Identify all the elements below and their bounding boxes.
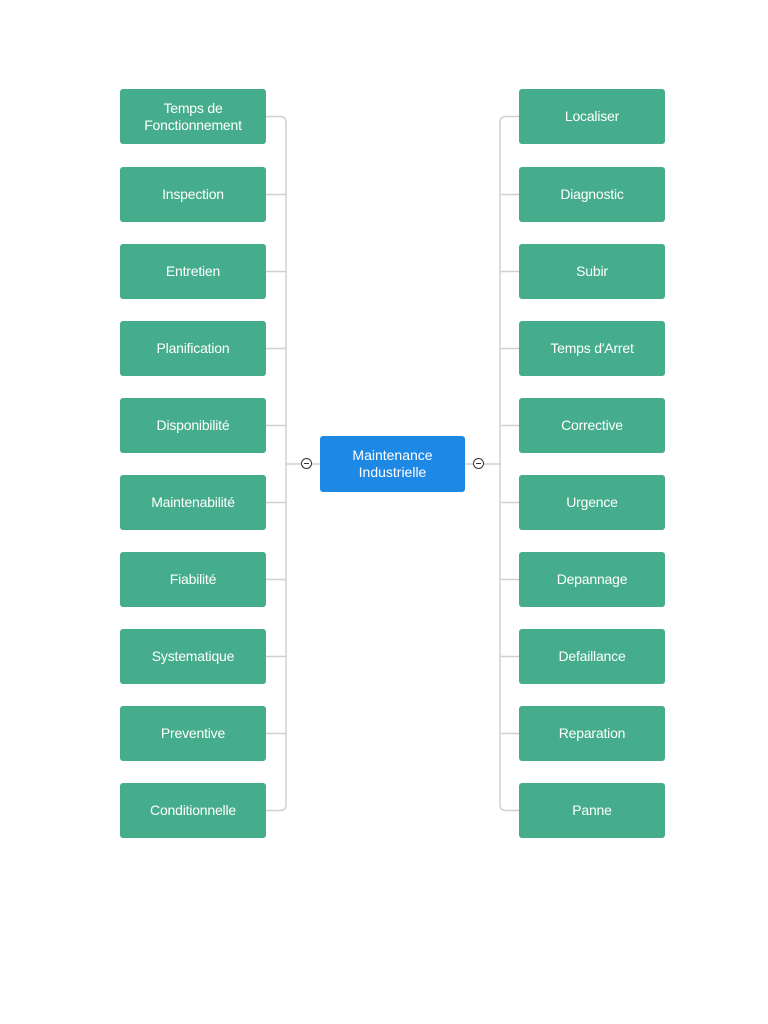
left-node-6[interactable]: Maintenabilité bbox=[120, 475, 266, 530]
left-node-2[interactable]: Inspection bbox=[120, 167, 266, 222]
left-node-9[interactable]: Preventive bbox=[120, 706, 266, 761]
right-node-2[interactable]: Diagnostic bbox=[519, 167, 665, 222]
collapse-left-icon[interactable] bbox=[301, 458, 312, 469]
central-topic[interactable]: Maintenance Industrielle bbox=[320, 436, 465, 492]
right-node-1[interactable]: Localiser bbox=[519, 89, 665, 144]
right-node-7[interactable]: Depannage bbox=[519, 552, 665, 607]
left-node-8[interactable]: Systematique bbox=[120, 629, 266, 684]
left-node-1[interactable]: Temps de Fonctionnement bbox=[120, 89, 266, 144]
left-node-7[interactable]: Fiabilité bbox=[120, 552, 266, 607]
left-node-10[interactable]: Conditionnelle bbox=[120, 783, 266, 838]
left-bus-line bbox=[266, 115, 287, 812]
right-node-9[interactable]: Reparation bbox=[519, 706, 665, 761]
collapse-right-icon[interactable] bbox=[473, 458, 484, 469]
right-node-4[interactable]: Temps d'Arret bbox=[519, 321, 665, 376]
right-node-3[interactable]: Subir bbox=[519, 244, 665, 299]
right-node-5[interactable]: Corrective bbox=[519, 398, 665, 453]
right-bus-line bbox=[499, 115, 519, 812]
right-node-8[interactable]: Defaillance bbox=[519, 629, 665, 684]
right-node-6[interactable]: Urgence bbox=[519, 475, 665, 530]
left-node-5[interactable]: Disponibilité bbox=[120, 398, 266, 453]
left-node-3[interactable]: Entretien bbox=[120, 244, 266, 299]
left-node-4[interactable]: Planification bbox=[120, 321, 266, 376]
right-node-10[interactable]: Panne bbox=[519, 783, 665, 838]
